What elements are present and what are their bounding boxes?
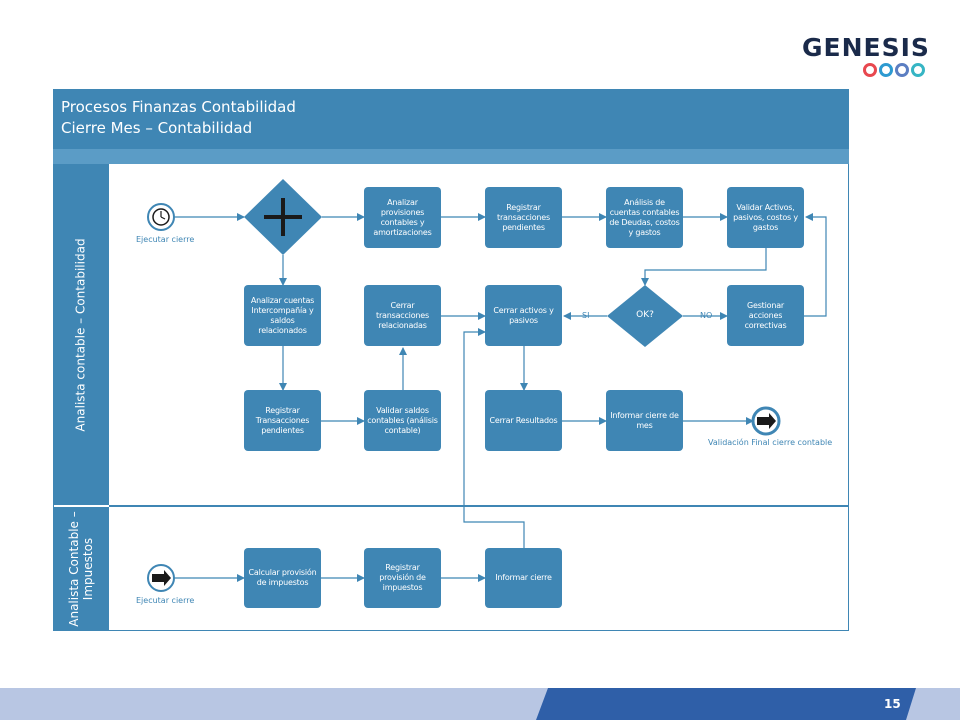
task-validar-saldos[interactable]: Validar saldos contables (análisis conta…: [364, 390, 441, 451]
task-cerrar-transacciones[interactable]: Cerrar transacciones relacionadas: [364, 285, 441, 346]
timer-start-event-icon: [147, 203, 175, 231]
task-analizar-provisiones[interactable]: Analizar provisiones contables y amortiz…: [364, 187, 441, 248]
end-event-label: Validación Final cierre contable: [708, 438, 833, 447]
task-gestionar-acciones[interactable]: Gestionar acciones correctivas: [727, 285, 804, 346]
pool-header-band: [53, 149, 849, 164]
pool-title: Procesos Finanzas Contabilidad: [61, 98, 296, 116]
task-validar-activos[interactable]: Validar Activos, pasivos, costos y gasto…: [727, 187, 804, 248]
task-registrar-provision[interactable]: Registrar provisión de impuestos: [364, 548, 441, 608]
impuestos-start-event-label: Ejecutar cierre: [136, 596, 195, 605]
footer-accent: [536, 688, 916, 720]
logo-text: GENESIS: [802, 33, 930, 62]
task-informar-cierre-mes[interactable]: Informar cierre de mes: [606, 390, 683, 451]
lane-header-contabilidad: Analista contable – Contabilidad: [53, 164, 109, 505]
lane-divider: [109, 505, 849, 507]
lane-header-impuestos: Analista Contable – Impuestos: [53, 507, 109, 631]
task-registrar-transacciones[interactable]: Registrar Transacciones pendientes: [244, 390, 321, 451]
task-cerrar-activos-pasivos[interactable]: Cerrar activos y pasivos: [485, 285, 562, 346]
pool-header: Procesos Finanzas Contabilidad Cierre Me…: [53, 89, 849, 149]
sequence-flows: [174, 213, 827, 582]
task-cerrar-resultados[interactable]: Cerrar Resultados: [485, 390, 562, 451]
no-flow-label: NO: [700, 311, 713, 320]
parallel-gateway: [244, 179, 322, 255]
task-calcular-provision[interactable]: Calcular provisión de impuestos: [244, 548, 321, 608]
flow-informar-cierre-to-cerrar-activos: [463, 328, 525, 548]
flow-validar-to-ok: [641, 248, 767, 286]
end-message-event-icon: [751, 406, 781, 436]
message-start-event-icon: [147, 564, 175, 592]
page-number: 15: [884, 697, 901, 711]
pool-subtitle: Cierre Mes – Contabilidad: [61, 119, 253, 137]
logo-rings-icon: [863, 63, 925, 77]
task-analizar-intercompania[interactable]: Analizar cuentas Intercompañía y saldos …: [244, 285, 321, 346]
ok-gateway-label: OK?: [636, 310, 654, 320]
ok-gateway: [607, 285, 683, 347]
flow-gestionar-to-validar: [804, 213, 827, 317]
task-registrar-transacciones-pendientes[interactable]: Registrar transacciones pendientes: [485, 187, 562, 248]
start-event-label: Ejecutar cierre: [136, 235, 195, 244]
task-informar-cierre[interactable]: Informar cierre: [485, 548, 562, 608]
si-flow-label: SI: [582, 311, 590, 320]
genesis-logo: GENESIS: [802, 34, 932, 82]
task-analisis-cuentas[interactable]: Análisis de cuentas contables de Deudas,…: [606, 187, 683, 248]
